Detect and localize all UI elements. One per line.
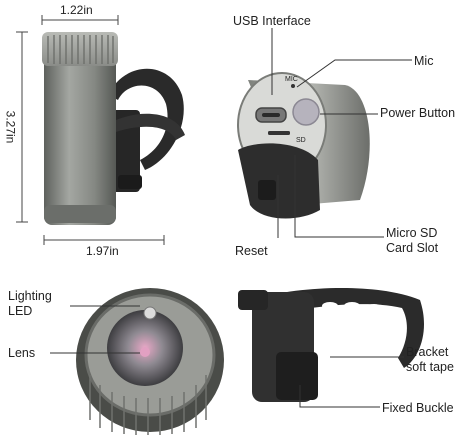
- label-fixed-buckle: Fixed Buckle: [382, 401, 454, 415]
- dim-height: 3.27in: [3, 110, 18, 144]
- rubber-mount: [238, 143, 320, 219]
- label-lighting-1: Lighting: [8, 289, 52, 303]
- bracket-view: [238, 287, 425, 402]
- led: [143, 306, 157, 320]
- knurled-cap: [42, 32, 118, 66]
- label-micro-sd-2: Card Slot: [386, 241, 439, 255]
- label-reset: Reset: [235, 244, 268, 258]
- buckle: [276, 352, 318, 400]
- label-bracket-1: Bracket: [406, 345, 449, 359]
- dim-top-width: 1.22in: [60, 3, 93, 17]
- sd-slot: [268, 131, 290, 135]
- label-lens: Lens: [8, 346, 36, 360]
- label-power-button: Power Button: [380, 106, 456, 120]
- label-usb-interface: USB Interface: [233, 14, 311, 28]
- mic-hole: [291, 84, 295, 88]
- dim-bottom-width: 1.97in: [86, 244, 119, 258]
- full-light-view: [42, 32, 185, 225]
- leader-lines: [50, 28, 412, 408]
- front-lens-view: [76, 288, 224, 435]
- light-body: [44, 40, 116, 225]
- mic-marking: MIC: [285, 76, 298, 83]
- label-bracket-2: soft tape: [406, 360, 454, 374]
- dimension-lines: [16, 15, 165, 245]
- power-button: [292, 98, 320, 126]
- rear-closeup-view: [237, 72, 370, 219]
- strap-front: [116, 113, 185, 140]
- label-lighting-2: LED: [8, 304, 33, 318]
- lens-glow: [140, 347, 150, 357]
- label-micro-sd-1: Micro SD: [386, 226, 438, 240]
- sd-marking: SD: [296, 137, 306, 144]
- label-mic: Mic: [414, 54, 434, 68]
- strap-rear: [108, 68, 184, 170]
